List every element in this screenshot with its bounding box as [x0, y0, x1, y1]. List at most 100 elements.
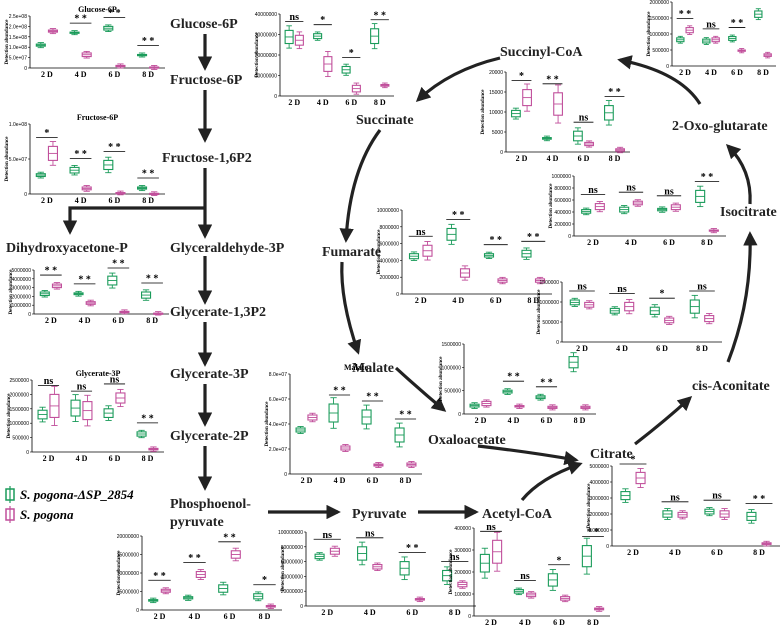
y-tick-label: 1.0e+08 [9, 45, 27, 51]
significance-label: ns [416, 227, 426, 238]
wildtype-box-8D [704, 313, 715, 325]
mutant-box-2D [39, 290, 50, 298]
mutant-box-4D [69, 30, 80, 36]
y-tick-label: 40000000 [255, 12, 277, 18]
y-tick-label: 100000 [454, 592, 471, 598]
wildtype-box-2D [307, 412, 318, 423]
significance-label: * * [108, 142, 121, 153]
y-tick-label: 1.0e+08 [9, 122, 27, 128]
significance-label: * * [490, 235, 503, 246]
significance-label: ns [697, 282, 707, 293]
y-tick-label: 0 [24, 66, 27, 72]
y-tick-label: 0 [274, 94, 277, 100]
wildtype-box-2D [294, 31, 304, 50]
day-label: 4 D [705, 68, 717, 77]
day-label: 2 D [154, 612, 166, 621]
mutant-box-6D [535, 393, 546, 401]
mutant-box-2D [148, 597, 159, 604]
mutant-box-2D [295, 426, 306, 434]
wildtype-box-8D [265, 603, 276, 609]
day-label: 8 D [142, 454, 154, 463]
wildtype-box-2D [594, 201, 605, 213]
legend-label: S. pogona [20, 507, 74, 522]
wildtype-box-4D [195, 568, 206, 580]
y-axis-label: Detection abundance [439, 356, 444, 402]
significance-label: ns [670, 492, 680, 503]
wildtype-box-6D [560, 594, 571, 603]
dhap-branch-arrow [62, 206, 205, 235]
mutant-box-6D [103, 24, 114, 32]
y-tick-label: 1500000 [442, 342, 462, 348]
mutant-box-6D [728, 34, 737, 43]
significance-label: * [262, 575, 267, 586]
day-label: 4 D [452, 296, 464, 305]
y-tick-label: 1000000 [442, 365, 462, 371]
fumarate-malate-arrow [340, 261, 362, 355]
y-tick-label: 2.5e+08 [9, 14, 27, 20]
day-label: 8 D [527, 296, 539, 305]
day-label: 2 D [576, 344, 588, 353]
y-tick-label: 600000 [554, 198, 571, 204]
boxplot-glucose6p: Glucose-6P05.0e+071.0e+081.5e+082.0e+082… [5, 5, 165, 79]
y-axis-label: Detection abundance [9, 269, 14, 315]
wildtype-box-4D [632, 199, 643, 207]
y-tick-label: 1000000 [540, 300, 560, 306]
mutant-box-4D [183, 594, 194, 601]
y-tick-label: 40000000 [281, 574, 303, 580]
y-tick-label: 3000000 [590, 496, 610, 502]
y-tick-label: 20000000 [117, 534, 139, 540]
significance-label: * * [146, 274, 159, 285]
significance-label: ns [706, 19, 716, 30]
mutant-box-6D [341, 63, 351, 76]
significance-label: ns [290, 12, 300, 23]
y-tick-label: 1000000 [590, 528, 610, 534]
y-tick-label: 1500000 [10, 407, 30, 413]
y-tick-label: 10000000 [255, 74, 277, 80]
wildtype-box-2D [481, 399, 492, 408]
y-tick-label: 2000000 [650, 0, 670, 6]
significance-label: * [349, 48, 354, 59]
significance-label: * * [608, 87, 621, 98]
y-tick-label: 4000000 [12, 277, 32, 283]
y-tick-label: 15000000 [117, 553, 139, 559]
day-label: 6 D [108, 70, 120, 79]
mutant-box-8D [394, 422, 405, 448]
panel-title: Glycerate-3P [76, 369, 121, 378]
y-tick-label: 2500000 [10, 378, 30, 384]
wildtype-box-2D [160, 587, 171, 595]
wildtype-box-6D [670, 202, 681, 212]
y-tick-label: 30000000 [255, 33, 277, 39]
mutant-box-6D [649, 304, 660, 318]
mutant-box-4D [69, 164, 80, 176]
y-tick-label: 80000000 [281, 545, 303, 551]
wildtype-box-6D [584, 140, 594, 148]
day-label: 4 D [669, 548, 681, 557]
significance-label: * * [366, 392, 379, 403]
mutant-box-4D [662, 508, 673, 520]
wildtype-box-4D [459, 265, 471, 281]
significance-label: * * [507, 372, 520, 383]
wildtype-box-6D [737, 48, 746, 54]
significance-label: ns [712, 491, 722, 502]
wildtype-box-8D [615, 146, 625, 154]
significance-label: * * [142, 36, 155, 47]
y-tick-label: 0 [300, 604, 303, 610]
mutant-box-8D [141, 289, 152, 301]
day-label: 8 D [142, 196, 154, 205]
mutant-box-4D [313, 31, 323, 41]
wildtype-box-4D [526, 591, 537, 599]
day-label: 2 D [679, 68, 691, 77]
y-tick-label: 0 [24, 192, 27, 198]
metabolite-mal: Malate [352, 361, 394, 376]
metabolite-gly3p: Glycerate-3P [170, 367, 249, 382]
mutant-box-4D [609, 306, 620, 316]
mutant-box-8D [581, 537, 592, 575]
mutant-box-8D [695, 185, 706, 208]
day-label: 4 D [75, 70, 87, 79]
significance-label: ns [520, 571, 530, 582]
metabolite-succ: Succinate [356, 113, 414, 128]
significance-label: * [320, 15, 325, 26]
y-tick-label: 5000 [492, 130, 503, 136]
metabolite-pep2: pyruvate [170, 515, 224, 530]
